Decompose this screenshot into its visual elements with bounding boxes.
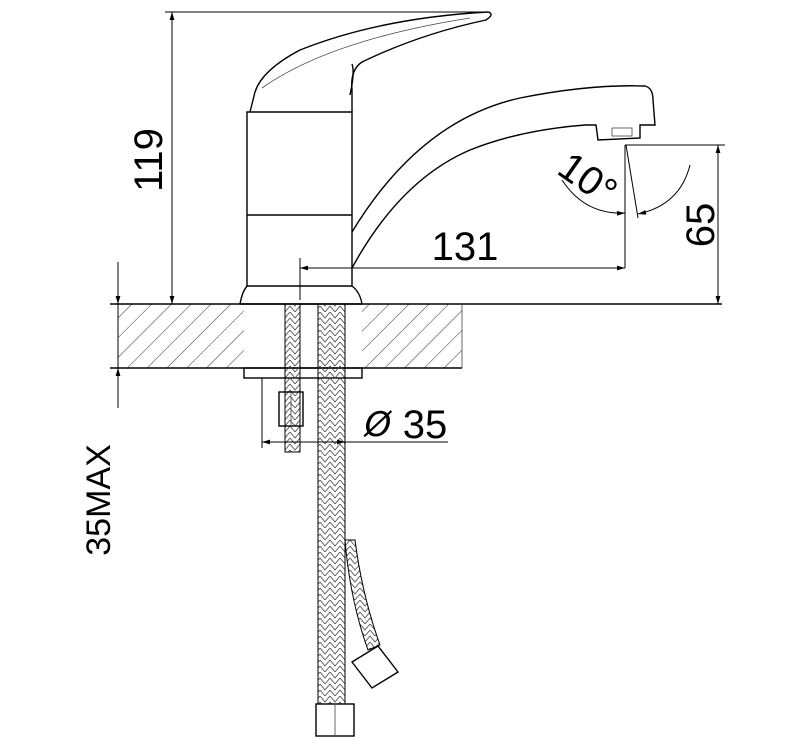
dimension-spout-height: 65 xyxy=(625,144,725,304)
flexible-hoses xyxy=(315,303,400,737)
angle-label: 10° xyxy=(550,144,625,215)
dimension-counter-thickness: 35MAX xyxy=(80,262,121,556)
spout-height-label: 65 xyxy=(679,203,723,248)
height-label: 119 xyxy=(127,128,171,192)
dimension-hole: Ø 35 xyxy=(261,378,448,448)
dimension-angle: 10° xyxy=(550,144,691,219)
dimension-reach: 131 xyxy=(299,145,626,300)
faucet-body xyxy=(239,111,363,305)
dimension-height: 119 xyxy=(127,11,490,304)
lever-handle xyxy=(249,11,492,113)
reach-label: 131 xyxy=(432,225,499,269)
hole-diameter-label: 35 xyxy=(403,403,448,447)
counter-thickness-label: 35MAX xyxy=(80,444,118,556)
spout xyxy=(351,85,656,269)
countertop-section xyxy=(110,303,722,369)
mounting-hardware xyxy=(243,303,363,453)
diameter-symbol: Ø xyxy=(363,405,393,445)
